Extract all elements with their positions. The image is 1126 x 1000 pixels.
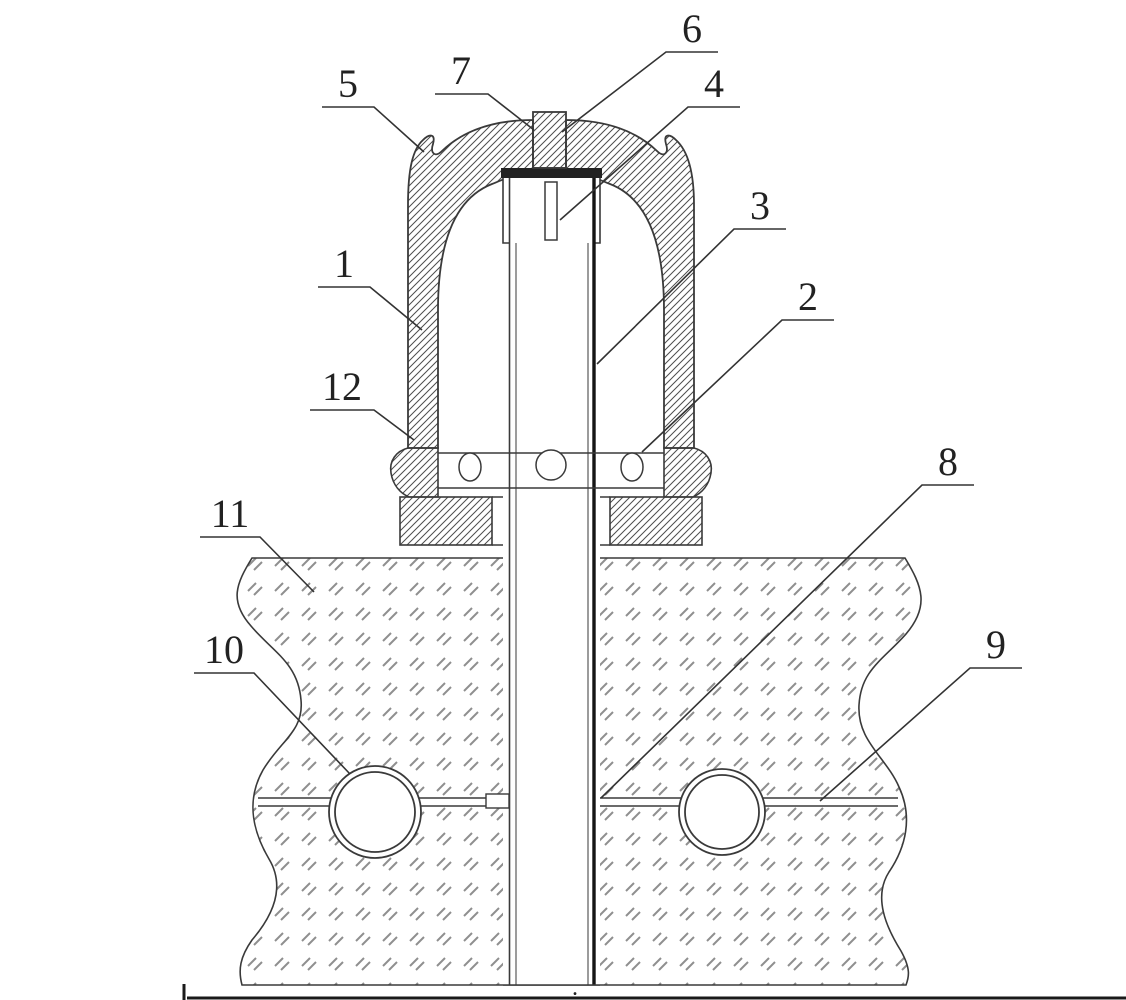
- label-group-10: 10: [194, 627, 351, 775]
- label-12: 12: [322, 364, 362, 409]
- label-group-3: 3: [596, 183, 786, 365]
- leader-5: [322, 106, 425, 153]
- label-group-12: 12: [310, 364, 415, 441]
- flange-detail: [438, 449, 664, 489]
- pipe-left-inner: [334, 771, 416, 853]
- buried-pipe-right: [678, 768, 766, 856]
- label-group-5: 5: [322, 61, 425, 153]
- buried-pipe-left: [328, 765, 422, 859]
- label-9: 9: [986, 622, 1006, 667]
- base-wing-right: [663, 447, 713, 498]
- cap-bar: [501, 168, 602, 178]
- leader-10: [194, 672, 351, 775]
- base-wing-left: [389, 447, 439, 498]
- base-block-left: [399, 496, 493, 546]
- pipe-right-inner: [684, 774, 760, 850]
- label-group-1: 1: [318, 241, 423, 331]
- label-11: 11: [211, 491, 250, 536]
- flange-hole-center: [535, 449, 567, 481]
- label-1: 1: [334, 241, 354, 286]
- label-group-9: 9: [819, 622, 1022, 802]
- flange-hole-left: [458, 452, 482, 482]
- label-group-7: 7: [435, 48, 535, 131]
- label-group-2: 2: [641, 274, 834, 453]
- flange-hole-right: [620, 452, 644, 482]
- leader-11: [200, 536, 315, 593]
- pipe-right-outer: [678, 768, 766, 856]
- tube-body: [503, 178, 600, 985]
- leader-1: [318, 286, 423, 331]
- label-group-6: 6: [561, 6, 718, 133]
- label-5: 5: [338, 61, 358, 106]
- tube-collar-left: [502, 178, 509, 244]
- leader-8: [600, 484, 974, 799]
- leader-6: [561, 51, 718, 133]
- inner-rod: [544, 181, 558, 241]
- tube-collar-right: [594, 178, 601, 244]
- leader-9: [819, 667, 1022, 802]
- caption-dot: .: [572, 975, 578, 1000]
- leader-7: [435, 93, 535, 131]
- label-6: 6: [682, 6, 702, 51]
- label-3: 3: [750, 183, 770, 228]
- pipe-left-outer: [328, 765, 422, 859]
- label-10: 10: [204, 627, 244, 672]
- pipe-tube-fitting: [485, 793, 510, 809]
- label-group-8: 8: [600, 439, 974, 799]
- top-plug: [532, 111, 567, 169]
- leader-4: [559, 106, 740, 221]
- label-8: 8: [938, 439, 958, 484]
- label-7: 7: [451, 48, 471, 93]
- label-2: 2: [798, 274, 818, 319]
- labels: 1 2 3 4 5 6 7 8: [194, 6, 1022, 802]
- label-4: 4: [704, 61, 724, 106]
- leader-3: [596, 228, 786, 365]
- label-group-11: 11: [200, 491, 315, 593]
- leader-12: [310, 409, 415, 441]
- leader-2: [641, 319, 834, 453]
- center-tube: [502, 178, 601, 986]
- base-block-right: [609, 496, 703, 546]
- label-group-4: 4: [559, 61, 740, 221]
